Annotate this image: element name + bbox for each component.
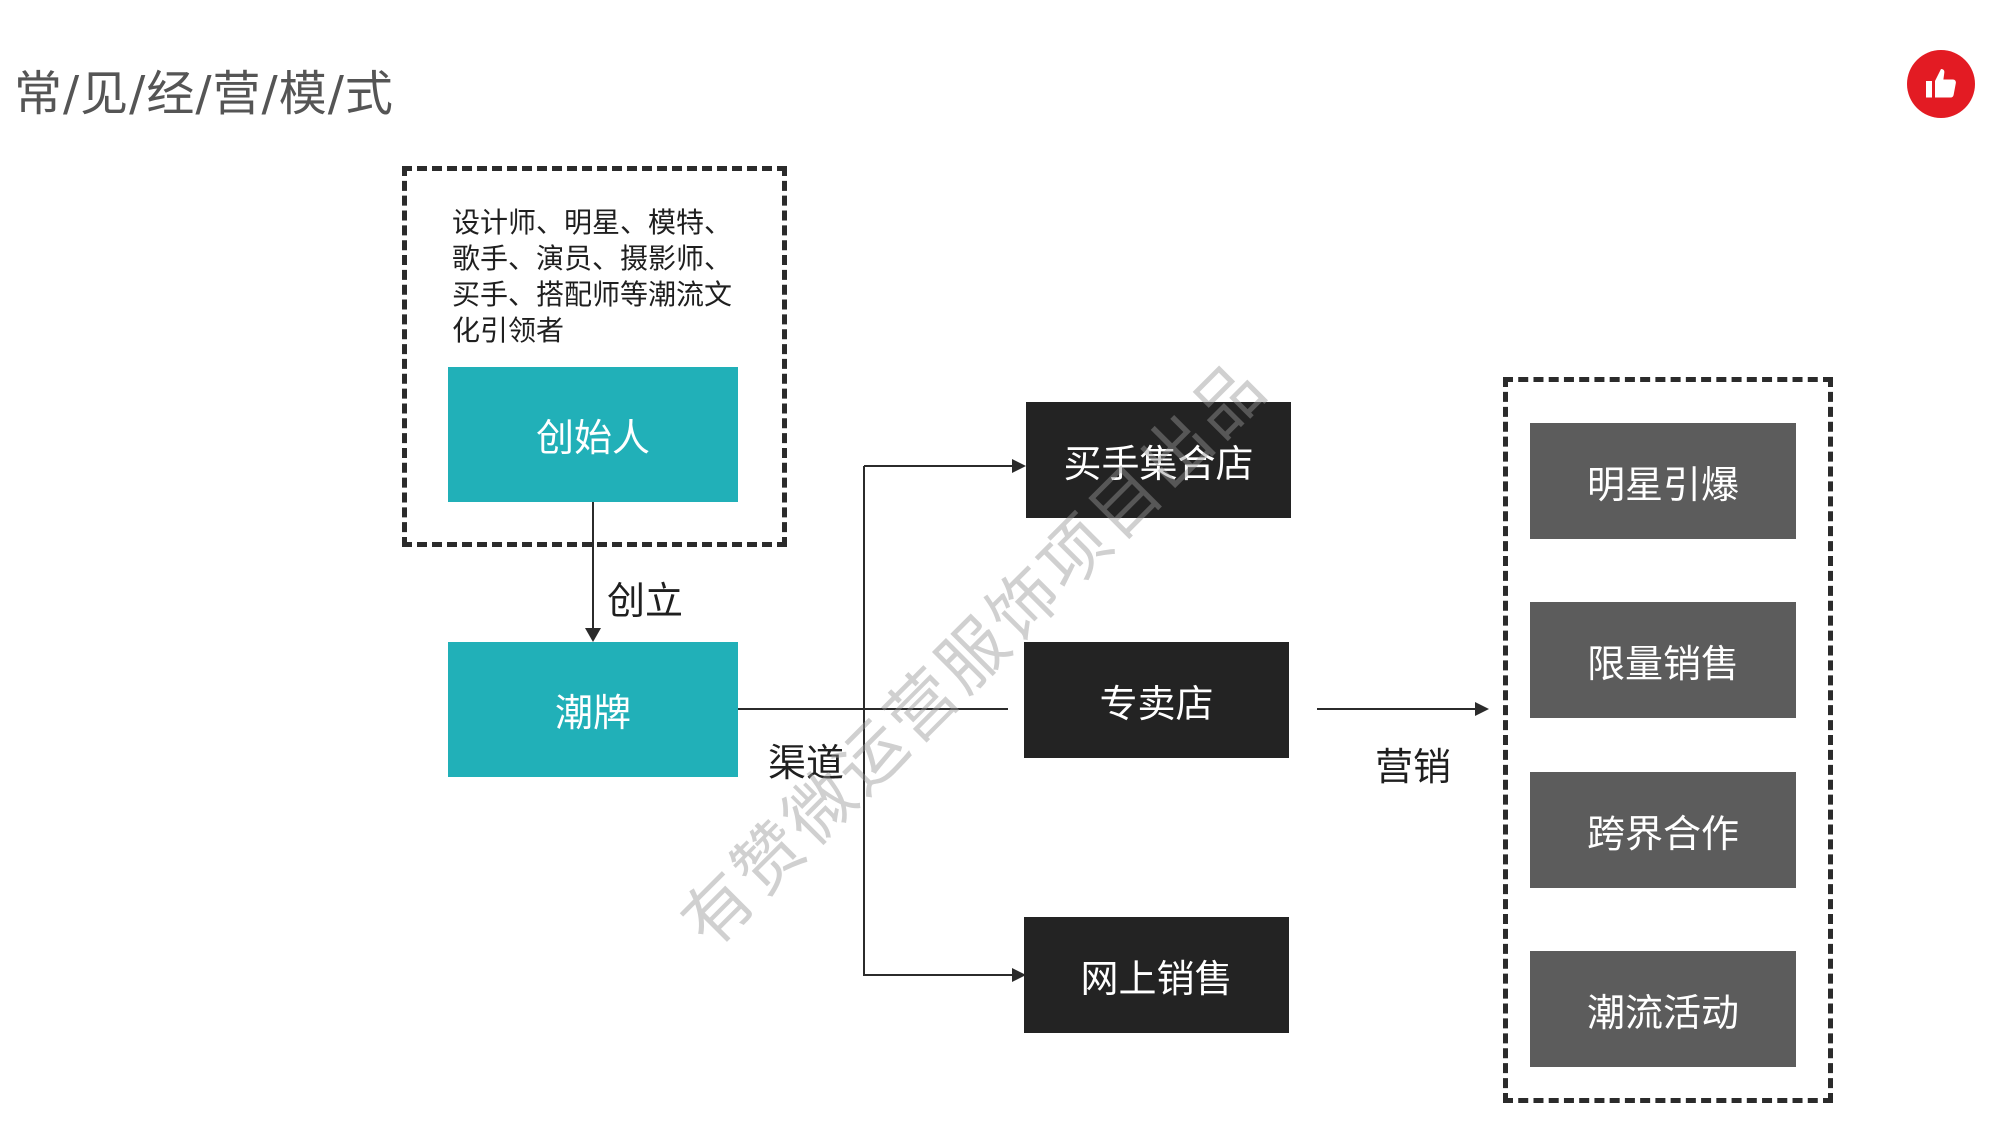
page-title: 常/见/经/营/模/式: [14, 66, 394, 122]
channel-box-online-sales: 网上销售: [1024, 917, 1289, 1033]
channel-box-buyer-store: 买手集合店: [1026, 402, 1291, 518]
channel-arrow-head-bottom: [1012, 968, 1026, 982]
founder-box: 创始人: [448, 367, 738, 502]
create-arrow-line: [592, 502, 594, 632]
create-arrow-head: [585, 628, 601, 642]
brand-to-channel-line: [738, 708, 1008, 710]
channel-line-bottom: [864, 974, 1014, 976]
marketing-arrow-line: [1317, 708, 1477, 710]
like-button[interactable]: [1907, 50, 1975, 118]
marketing-box-crossover: 跨界合作: [1530, 772, 1796, 888]
founder-group: [402, 166, 787, 547]
create-label: 创立: [607, 579, 684, 623]
marketing-box-celebrity: 明星引爆: [1530, 423, 1796, 539]
marketing-box-events: 潮流活动: [1530, 951, 1796, 1067]
channel-line-top: [864, 465, 1014, 467]
channel-vertical-line: [863, 466, 865, 976]
channel-arrow-head-top: [1012, 459, 1026, 473]
founder-description: 设计师、明星、模特、歌手、演员、摄影师、买手、搭配师等潮流文化引领者: [452, 206, 733, 347]
marketing-label: 营销: [1375, 745, 1452, 789]
marketing-group: [1503, 377, 1833, 1103]
channel-label: 渠道: [768, 741, 845, 785]
brand-box: 潮牌: [448, 642, 738, 777]
channel-box-exclusive-store: 专卖店: [1024, 642, 1289, 758]
marketing-arrow-head: [1475, 702, 1489, 716]
thumbs-up-icon: [1926, 69, 1956, 98]
marketing-box-limited: 限量销售: [1530, 602, 1796, 718]
